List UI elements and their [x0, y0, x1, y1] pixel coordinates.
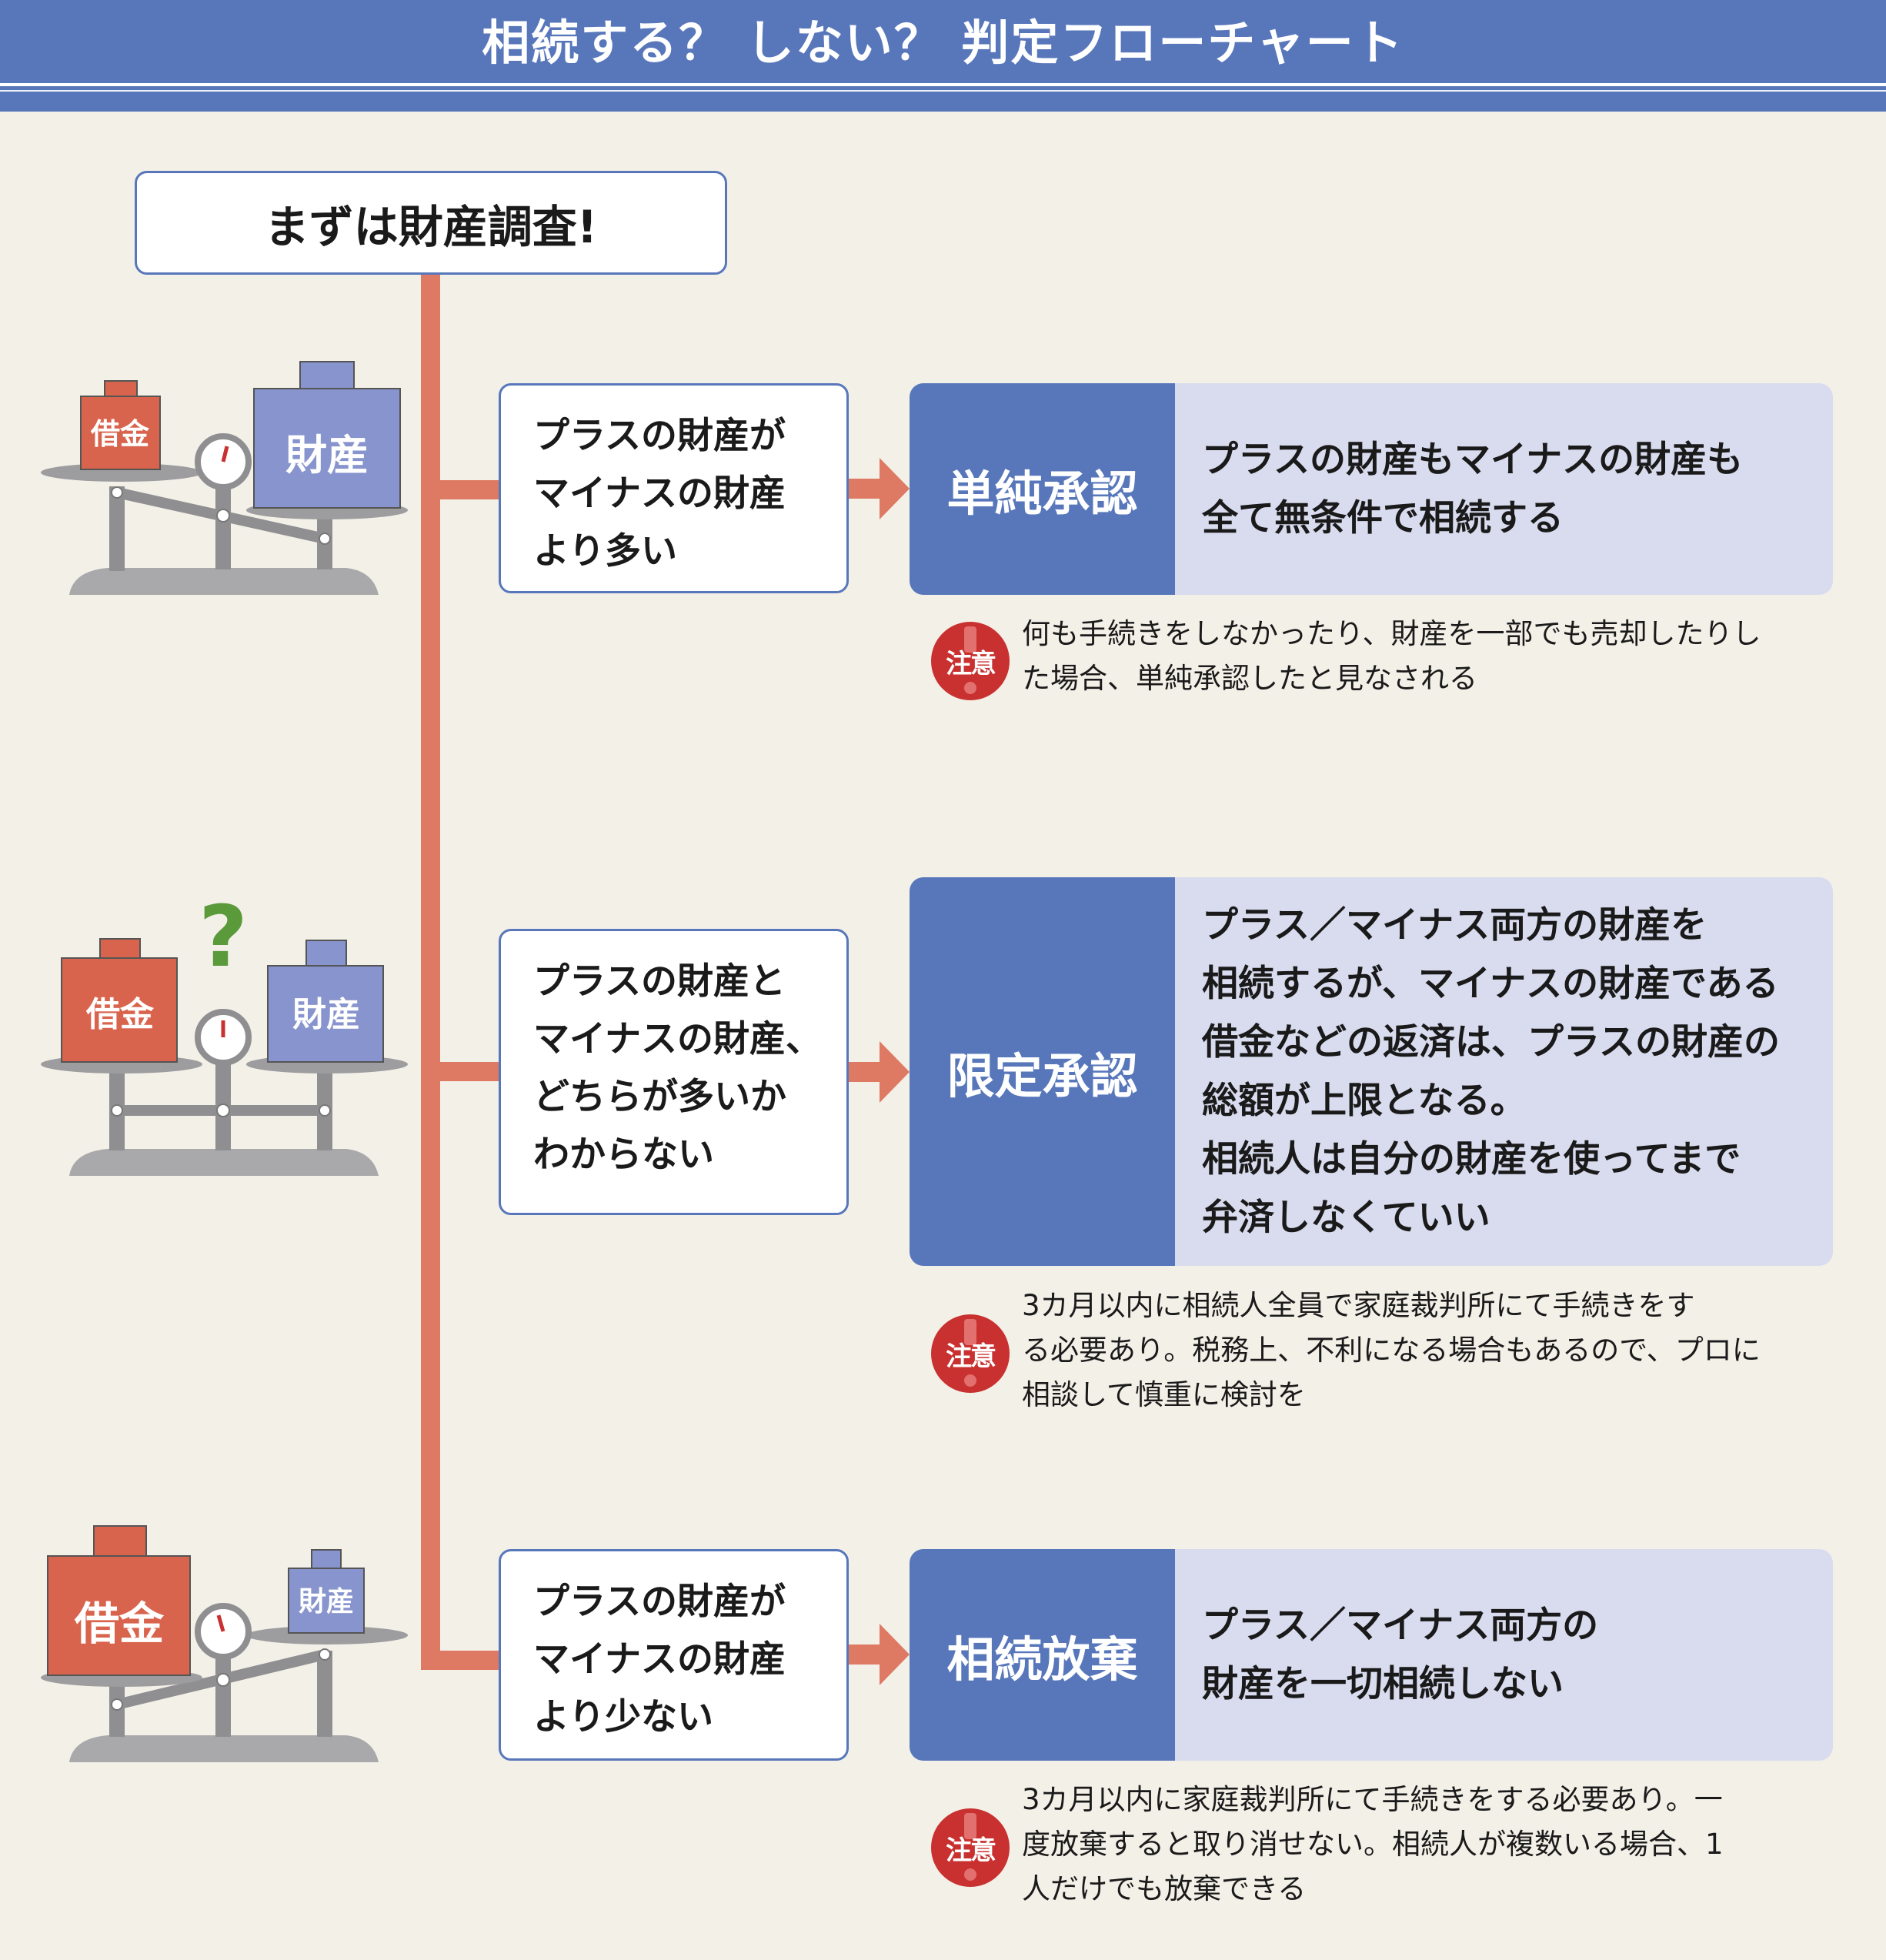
page-title: 相続する？ しない？ 判定フローチャート [482, 15, 1404, 71]
asset-weight-2 [267, 965, 384, 1063]
result-line: 財産を一切相続しない [1202, 1662, 1564, 1705]
result-box-renunciation: 相続放棄 プラス／マイナス両方の 財産を一切相続しない [910, 1549, 1833, 1761]
condition-box-3: プラスの財産が マイナスの財産 より少ない [499, 1549, 849, 1761]
result-line: 借金などの返済は、プラスの財産の [1202, 1020, 1781, 1063]
condition-line: わからない [533, 1134, 714, 1176]
result-line: プラス／マイナス両方の [1202, 1604, 1599, 1647]
caution-line: た場合、単純承認したと見なされる [1022, 662, 1477, 695]
result-name: 相続放棄 [910, 1549, 1175, 1761]
debt-weight-1 [80, 396, 161, 470]
header-banner: 相続する？ しない？ 判定フローチャート [0, 0, 1886, 112]
caution-line: 度放棄すると取り消せない。相続人が複数いる場合、1 [1022, 1828, 1724, 1861]
asset-weight-1 [253, 388, 401, 509]
question-mark-icon: ? [199, 887, 248, 986]
caution-line: 3カ月以内に家庭裁判所にて手続きをする必要あり。一 [1022, 1783, 1723, 1816]
caution-badge-icon: 注意 [931, 1314, 1010, 1393]
caution-badge-icon: 注意 [931, 1808, 1010, 1887]
result-name: 限定承認 [910, 877, 1175, 1266]
condition-box-2: プラスの財産と マイナスの財産、 どちらが多いか わからない [499, 929, 849, 1215]
result-box-simple-acceptance: 単純承認 プラスの財産もマイナスの財産も 全て無条件で相続する [910, 383, 1833, 595]
condition-line: プラスの財産が [533, 415, 786, 457]
condition-line: どちらが多いか [533, 1076, 786, 1118]
result-name: 単純承認 [910, 383, 1175, 595]
caution-note-2: 注意 3カ月以内に相続人全員で家庭裁判所にて手続きをす る必要あり。税務上、不利… [931, 1284, 1816, 1422]
balance-scale-2: 借金 財産 ? [41, 887, 408, 1176]
branch-connector-3 [421, 1651, 499, 1670]
caution-text: 3カ月以内に相続人全員で家庭裁判所にて手続きをす る必要あり。税務上、不利になる… [1022, 1284, 1761, 1417]
caution-note-1: 注意 何も手続きをしなかったり、財産を一部でも売却したりし た場合、単純承認した… [931, 612, 1816, 712]
caution-note-3: 注意 3カ月以内に家庭裁判所にて手続きをする必要あり。一 度放棄すると取り消せな… [931, 1778, 1816, 1916]
asset-weight-3 [288, 1568, 365, 1634]
branch-connector-1 [421, 480, 499, 499]
condition-line: マイナスの財産、 [533, 1018, 823, 1060]
result-line: 相続人は自分の財産を使ってまで [1202, 1137, 1741, 1180]
result-line: 全て無条件で相続する [1202, 496, 1564, 539]
result-description: プラス／マイナス両方の財産を 相続するが、マイナスの財産である 借金などの返済は… [1175, 877, 1780, 1266]
debt-weight-3 [47, 1555, 191, 1676]
condition-box-1: プラスの財産が マイナスの財産 より多い [499, 383, 849, 593]
asset-label-2: 財産 [292, 995, 360, 1034]
result-description: プラス／マイナス両方の 財産を一切相続しない [1175, 1549, 1598, 1761]
condition-line: プラスの財産と [533, 960, 786, 1003]
result-line: 総額が上限となる。 [1202, 1079, 1527, 1122]
trunk-line [421, 275, 440, 1670]
caution-line: る必要あり。税務上、不利になる場合もあるので、プロに [1022, 1334, 1761, 1367]
arrow-1 [849, 458, 910, 519]
asset-label-3: 財産 [299, 1586, 354, 1618]
arrow-3 [849, 1624, 910, 1685]
caution-badge-label: 注意 [946, 1835, 996, 1866]
caution-badge-label: 注意 [946, 1341, 996, 1372]
balance-scale-3: 借金 財産 [41, 1525, 408, 1762]
caution-badge-icon: 注意 [931, 622, 1010, 700]
start-label: まずは財産調査! [264, 200, 598, 253]
header-divider [0, 83, 1886, 86]
result-line: 弁済しなくていい [1202, 1196, 1490, 1239]
debt-label-3: 借金 [74, 1598, 165, 1650]
result-line: 相続するが、マイナスの財産である [1202, 962, 1779, 1005]
condition-line: より少ない [533, 1696, 714, 1738]
caution-text: 何も手続きをしなかったり、財産を一部でも売却したりし た場合、単純承認したと見な… [1022, 612, 1761, 701]
arrow-2 [849, 1041, 910, 1103]
start-box: まずは財産調査! [135, 171, 727, 275]
condition-line: より多い [533, 530, 678, 573]
caution-line: 何も手続きをしなかったり、財産を一部でも売却したりし [1022, 617, 1761, 650]
condition-line: マイナスの財産 [533, 472, 786, 515]
header-divider-thin [0, 90, 1886, 92]
caution-badge-label: 注意 [946, 648, 996, 679]
result-line: プラスの財産もマイナスの財産も [1202, 438, 1744, 481]
result-box-limited-acceptance: 限定承認 プラス／マイナス両方の財産を 相続するが、マイナスの財産である 借金な… [910, 877, 1833, 1266]
debt-label-1: 借金 [90, 417, 150, 451]
condition-line: プラスの財産が [533, 1581, 786, 1623]
caution-line: 3カ月以内に相続人全員で家庭裁判所にて手続きをす [1022, 1289, 1695, 1322]
debt-label-2: 借金 [85, 995, 155, 1034]
condition-line: マイナスの財産 [533, 1638, 786, 1681]
branch-connector-2 [421, 1062, 499, 1081]
condition-text-1: プラスの財産が マイナスの財産 より多い [533, 407, 846, 580]
balance-scale-1: 借金 財産 [41, 361, 408, 595]
caution-text: 3カ月以内に家庭裁判所にて手続きをする必要あり。一 度放棄すると取り消せない。相… [1022, 1778, 1724, 1912]
asset-label-1: 財産 [285, 431, 369, 479]
condition-text-2: プラスの財産と マイナスの財産、 どちらが多いか わからない [533, 953, 846, 1184]
caution-line: 相談して慎重に検討を [1022, 1378, 1306, 1411]
condition-text-3: プラスの財産が マイナスの財産 より少ない [533, 1573, 846, 1746]
caution-line: 人だけでも放棄できる [1022, 1872, 1307, 1905]
result-description: プラスの財産もマイナスの財産も 全て無条件で相続する [1175, 383, 1743, 595]
result-line: プラス／マイナス両方の財産を [1202, 903, 1707, 947]
